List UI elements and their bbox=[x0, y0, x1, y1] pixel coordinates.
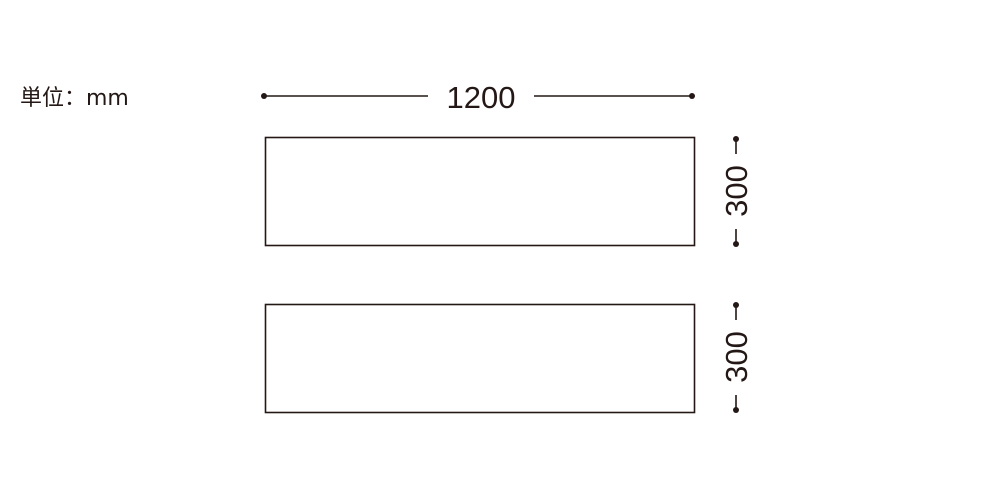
panel-bottom-height-label: 300 bbox=[719, 331, 754, 383]
panel-top-height-dimension: 300 bbox=[719, 136, 754, 247]
panel-bottom bbox=[264, 303, 696, 414]
width-dimension-label: 1200 bbox=[447, 80, 516, 115]
width-dimension: 1200 bbox=[261, 80, 695, 115]
panel-top bbox=[264, 136, 696, 247]
unit-label: 単位：mm bbox=[20, 86, 129, 111]
panel-bottom-height-dot-bottom bbox=[733, 407, 739, 413]
width-dimension-end-dot bbox=[689, 93, 695, 99]
panel-top-height-dot-bottom bbox=[733, 241, 739, 247]
panel-top-height-label: 300 bbox=[719, 165, 754, 217]
panel-bottom-height-dimension: 300 bbox=[719, 302, 754, 413]
